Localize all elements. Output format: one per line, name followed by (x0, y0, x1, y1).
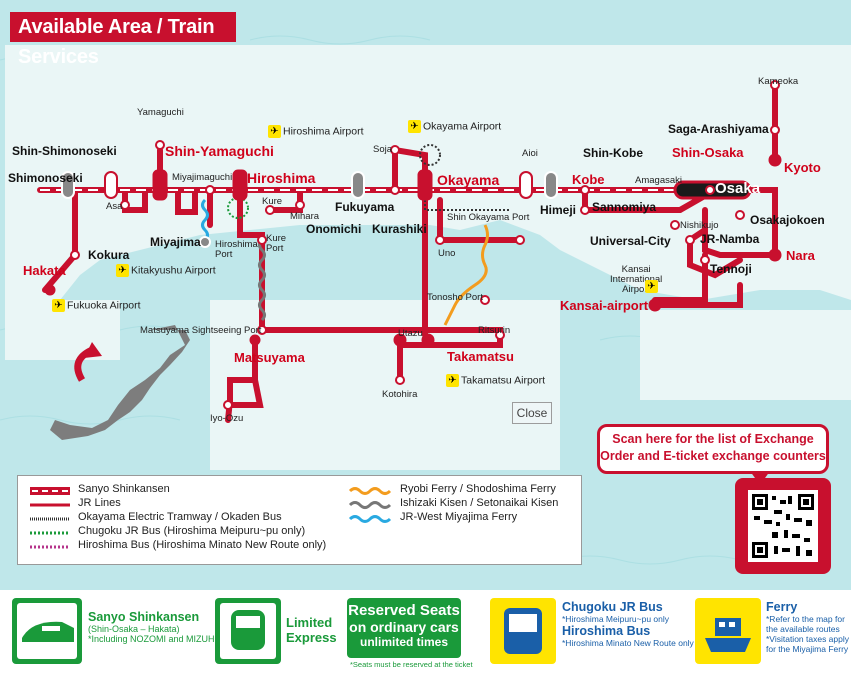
station-label: Asa (106, 201, 123, 212)
station-label: Saga-Arashiyama (668, 122, 769, 136)
airport-label: ✈Takamatsu Airport (446, 374, 545, 387)
station-label: Mihara (290, 211, 320, 222)
station-label: Aioi (522, 148, 538, 159)
station-label: Kurashiki (372, 222, 427, 236)
station-label: Uno (438, 248, 456, 259)
legend-symbols-left (30, 487, 70, 549)
station-label: Yamaguchi (137, 107, 184, 118)
station-label: Shin-Yamaguchi (165, 143, 274, 159)
station-label: Soja (373, 144, 393, 155)
badge-bus: Chugoku JR Bus *Hiroshima Meipuru~pu onl… (562, 600, 694, 648)
station-label: JR-Namba (700, 232, 760, 246)
legend-label: Sanyo Shinkansen (78, 483, 170, 495)
legend-label: Ryobi Ferry / Shodoshima Ferry (400, 483, 556, 495)
route-map: Available Area / Train Services Kameoka … (0, 12, 851, 574)
station-label: Osakajokoen (750, 213, 825, 227)
station-label: Onomichi (306, 222, 362, 236)
station-label: Fukuyama (335, 200, 395, 214)
station-label: Amagasaki (635, 175, 682, 186)
station-label: Kure Port (266, 233, 287, 254)
station-label: Ritsurin (478, 325, 511, 336)
station-label: Iyo-Ozu (210, 413, 244, 424)
airplane-icon: ✈ (268, 125, 281, 138)
badge-shinkansen: Sanyo Shinkansen (Shin-Osaka – Hakata) *… (88, 610, 222, 644)
scan-text-line: Scan here for the list of Exchange (612, 432, 814, 446)
station-label: Kotohira (382, 389, 418, 400)
airplane-icon: ✈ (408, 120, 421, 133)
station-label: Shimonoseki (8, 171, 83, 185)
station-label: Tennoji (710, 262, 752, 276)
station-label: Kokura (88, 248, 130, 262)
station-label: Hiroshima (247, 170, 316, 186)
legend-label: Hiroshima Bus (Hiroshima Minato New Rout… (78, 539, 327, 551)
route-map-graphic (0, 35, 851, 565)
station-label: Universal-City (590, 234, 671, 248)
airport-label: ✈Kitakyushu Airport (116, 264, 216, 277)
ferry-icon (695, 598, 761, 664)
qr-code-image (748, 490, 818, 562)
station-label-osaka: Osaka (715, 180, 761, 197)
station-label: Shin-Shimonoseki (12, 144, 117, 158)
shinkansen-icon (12, 598, 82, 664)
station-label: Hakata (23, 263, 66, 278)
airplane-icon: ✈ (52, 299, 65, 312)
station-label: Okayama (437, 172, 500, 188)
station-label: Kobe (572, 172, 605, 187)
station-label: Miyajima (150, 235, 201, 249)
badge-reserved-seats: Reserved Seats on ordinary cars unlimite… (347, 598, 461, 658)
station-label: Sannomiya (592, 200, 657, 214)
station-label: Takamatsu (447, 349, 514, 364)
legend-label: Chugoku JR Bus (Hiroshima Meipuru~pu onl… (78, 525, 306, 537)
legend-label: JR Lines (78, 497, 121, 509)
scan-callout: Scan here for the list of Exchange Order… (597, 424, 829, 485)
station-label: Miyajimaguchi (172, 172, 233, 183)
airport-label: ✈Hiroshima Airport (268, 125, 364, 138)
station-label: Kameoka (758, 76, 799, 87)
legend-label: Okayama Electric Tramway / Okaden Bus (78, 511, 282, 523)
station-label: Kyoto (784, 160, 821, 175)
station-label: Nara (786, 248, 815, 263)
airplane-icon: ✈ (645, 280, 658, 293)
airport-label: ✈Fukuoka Airport (52, 299, 141, 312)
legend-label: Ishizaki Kisen / Setonaikai Kisen (400, 497, 559, 509)
legend-label: JR-West Miyajima Ferry (400, 511, 518, 523)
station-label: Shin-Kobe (583, 146, 643, 160)
airport-label: ✈Okayama Airport (408, 120, 501, 133)
service-badges: Sanyo Shinkansen (Shin-Osaka – Hakata) *… (0, 590, 851, 680)
close-button[interactable]: Close (512, 402, 552, 424)
station-label: Shin-Osaka (672, 145, 744, 160)
station-label: Shin Okayama Port (447, 212, 530, 223)
legend-symbols-right (348, 487, 392, 523)
bus-icon (490, 598, 556, 664)
scan-text-line: Order and E-ticket exchange counters (600, 449, 826, 463)
airplane-icon: ✈ (116, 264, 129, 277)
station-label: Utazu (398, 328, 423, 339)
station-label: Kansai-airport (560, 298, 649, 313)
station-label: Himeji (540, 203, 577, 217)
station-label: Nishikujo (680, 220, 719, 231)
station-label: Tonosho Port (427, 292, 483, 303)
map-title: Available Area / Train Services (10, 12, 236, 68)
airport-label: ✈ (645, 280, 660, 293)
station-label: Matsuyama Sightseeing Port (140, 325, 262, 336)
station-label: Kure (262, 196, 283, 207)
airplane-icon: ✈ (446, 374, 459, 387)
train-icon (215, 598, 281, 664)
badge-ferry: Ferry *Refer to the map for the availabl… (766, 600, 850, 654)
qr-code[interactable] (735, 478, 831, 574)
reserved-note: *Seats must be reserved at the ticket (350, 660, 473, 669)
station-label: Kansai International Airport (610, 264, 663, 295)
station-label: Hiroshima Port (215, 239, 258, 260)
station-label: Matsuyama (234, 350, 305, 365)
map-legend: Sanyo Shinkansen JR Lines Okayama Electr… (17, 475, 582, 565)
